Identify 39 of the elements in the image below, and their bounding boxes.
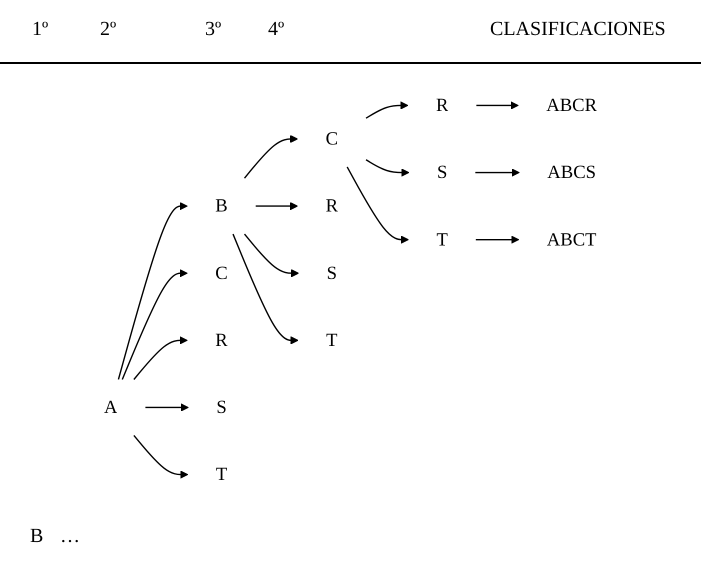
node-text: S (216, 397, 227, 418)
node-text: T (326, 330, 338, 351)
arrow (366, 159, 410, 177)
arrow (244, 234, 300, 278)
arrow (133, 336, 188, 380)
arrow (476, 236, 520, 244)
node-text: S (326, 262, 338, 284)
node-text: R (436, 95, 448, 116)
arrow (122, 269, 188, 380)
arrow (133, 434, 188, 479)
arrow (475, 168, 520, 177)
node-text: R (326, 196, 338, 216)
node-text: R (215, 330, 228, 351)
arrow (244, 134, 298, 179)
arrow (366, 101, 408, 119)
node-text: C (215, 262, 228, 284)
arrow (476, 101, 519, 110)
column-header: 4º (268, 18, 284, 41)
node-text: T (436, 229, 448, 250)
node-text: ABCT (546, 229, 597, 250)
column-header: CLASIFICACIONES (490, 18, 666, 41)
column-header: 3º (205, 18, 222, 41)
arrow (256, 202, 298, 210)
row-label: B (30, 525, 44, 548)
arrow (346, 166, 409, 244)
column-header: 1º (32, 18, 48, 41)
node-text: T (216, 464, 228, 485)
node-text: ABCS (547, 162, 596, 183)
row-label: … (60, 525, 80, 548)
node-text: B (215, 196, 228, 216)
node-text: A (104, 397, 118, 418)
arrow (145, 403, 189, 412)
node-text: S (436, 162, 448, 183)
node-text: ABCR (546, 95, 598, 116)
node-text: C (326, 128, 338, 150)
column-header: 2º (100, 18, 116, 41)
tree-diagram: A B C R S T C R S T R S T ABCR ABCS ABCT (10, 70, 691, 510)
arrow (232, 234, 299, 344)
arrow (118, 202, 188, 380)
